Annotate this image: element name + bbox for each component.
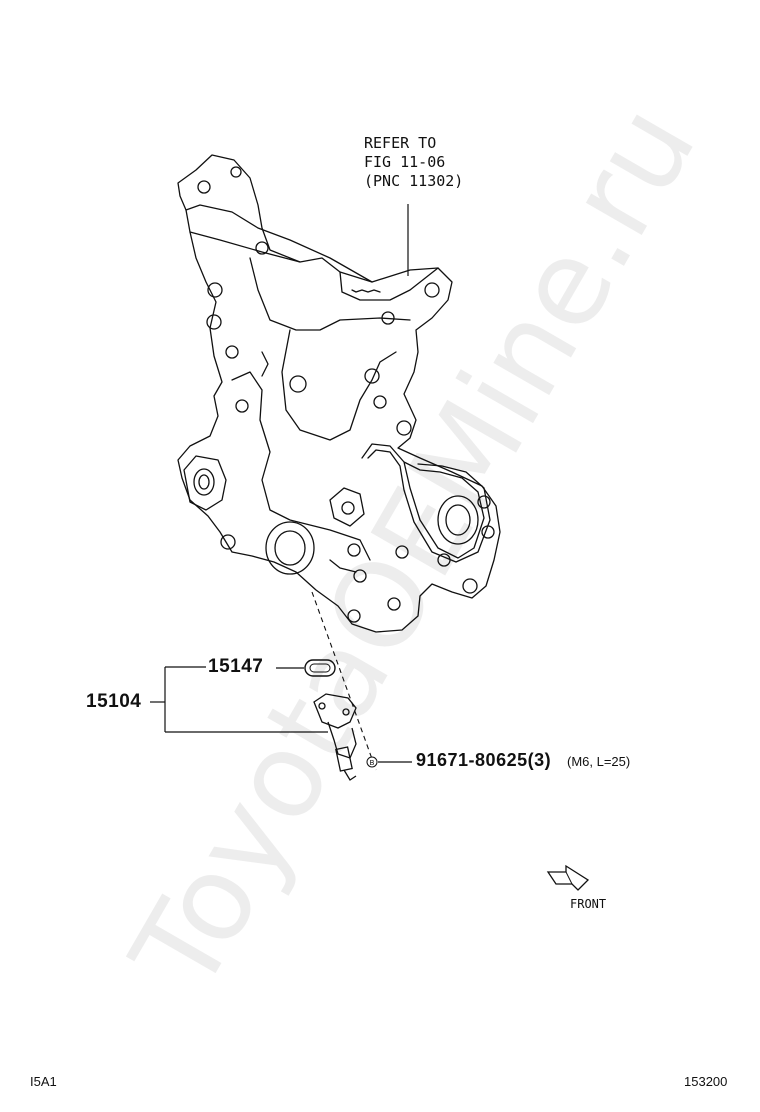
boss-hole bbox=[235, 399, 249, 413]
boss-hole bbox=[220, 534, 236, 550]
boss-hole bbox=[373, 395, 387, 409]
boss-hole bbox=[387, 597, 401, 611]
refer-line-2: FIG 11-06 bbox=[364, 153, 446, 171]
refer-line-1: REFER TO bbox=[364, 134, 437, 152]
boss-hole bbox=[347, 609, 361, 623]
boss-hole bbox=[353, 569, 367, 583]
refer-note: REFER TO FIG 11-06 (PNC 11302) bbox=[364, 134, 463, 191]
boss-hole bbox=[381, 311, 395, 325]
footer-right-code: 153200 bbox=[684, 1074, 728, 1089]
part-number-assembly: 15104 bbox=[86, 691, 142, 712]
bolt-marker-letter: B bbox=[370, 760, 375, 767]
front-arrow-icon bbox=[546, 864, 590, 891]
boss-hole bbox=[347, 543, 361, 557]
cover-rib bbox=[249, 257, 411, 441]
boss-hole bbox=[424, 282, 440, 298]
boss-hole bbox=[364, 368, 380, 384]
pump-bore bbox=[437, 495, 479, 545]
footer-left-code: I5A1 bbox=[30, 1074, 57, 1089]
middle-pad bbox=[329, 487, 365, 527]
part-number-bolt: 91671-80625(3) bbox=[416, 750, 552, 770]
callout-lines bbox=[150, 666, 412, 763]
front-label: FRONT bbox=[570, 897, 607, 911]
install-line bbox=[311, 591, 377, 771]
boss-hole bbox=[197, 180, 211, 194]
boss-hole bbox=[206, 314, 222, 330]
left-flange bbox=[183, 455, 227, 511]
boss-hole bbox=[477, 495, 491, 509]
boss-hole bbox=[207, 282, 223, 298]
boss-hole bbox=[395, 545, 409, 559]
boss-hole bbox=[225, 345, 239, 359]
refer-line-3: (PNC 11302) bbox=[364, 172, 464, 190]
timing-cover-outline bbox=[177, 154, 501, 633]
pump-gasket-inner bbox=[367, 449, 491, 563]
bolt-spec: (M6, L=25) bbox=[567, 754, 631, 769]
boss-hole bbox=[255, 241, 269, 255]
crank-seal-bore bbox=[265, 521, 315, 575]
boss-hole bbox=[396, 420, 412, 436]
boss-hole bbox=[230, 166, 242, 178]
pump-gasket-outer bbox=[361, 443, 485, 559]
part-number-gasket: 15147 bbox=[208, 656, 264, 677]
cover-upper-frame bbox=[185, 204, 439, 301]
boss-hole bbox=[462, 578, 478, 594]
oil-control-valve bbox=[313, 693, 357, 781]
cover-rib-lower bbox=[231, 371, 371, 561]
bolt-marker bbox=[366, 756, 378, 768]
gasket-part bbox=[304, 659, 336, 677]
boss-hole bbox=[289, 375, 307, 393]
